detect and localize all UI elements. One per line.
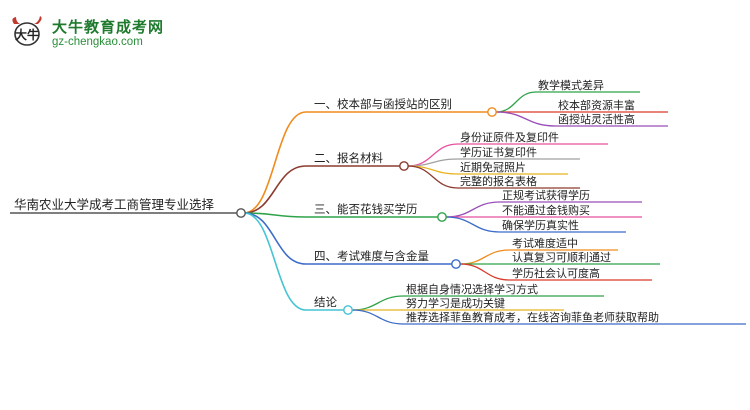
leaf-connector [407,165,459,189]
branch-connector [243,111,307,214]
leaf-connector [351,309,405,325]
leaf-topic[interactable]: 根据自身情况选择学习方式 [406,282,538,296]
leaf-topic[interactable]: 身份证原件及复印件 [460,130,559,144]
logo-mark-text: 大牛 [15,27,39,42]
branch-topic[interactable]: 二、报名材料 [314,151,383,165]
branch-connector [243,165,307,214]
leaf-topic[interactable]: 校本部资源丰富 [558,98,635,112]
branch-connector [243,212,307,265]
leaf-connector [495,111,557,127]
leaf-topic[interactable]: 完整的报名表格 [460,174,537,188]
branch-collapse-toggle[interactable] [399,161,409,171]
branch-topic[interactable]: 三、能否花钱买学历 [314,202,418,216]
leaf-connector [445,216,501,233]
leaf-topic[interactable]: 正规考试获得学历 [502,188,590,202]
leaf-connector [459,249,511,265]
branch-collapse-toggle[interactable] [437,212,447,222]
bull-logo-icon: 大牛 [12,16,42,46]
leaf-topic[interactable]: 确保学历真实性 [502,218,579,232]
brand-url[interactable]: gz-chengkao.com [52,36,143,48]
leaf-topic[interactable]: 函授站灵活性高 [558,112,635,126]
leaf-connector [495,91,537,113]
brand-name: 大牛教育成考网 [52,18,165,36]
leaf-topic[interactable]: 近期免冠照片 [460,160,526,174]
leaf-topic[interactable]: 推荐选择菲鱼教育成考，在线咨询菲鱼老师获取帮助 [406,310,659,324]
leaf-topic[interactable]: 认真复习可顺利通过 [512,250,611,264]
branch-topic[interactable]: 结论 [314,295,337,309]
leaf-topic[interactable]: 努力学习是成功关键 [406,296,505,310]
leaf-topic[interactable]: 不能通过金钱购买 [502,203,590,217]
leaf-topic[interactable]: 学历社会认可度高 [512,266,600,280]
site-logo[interactable]: 大牛 大牛教育成考网 gz-chengkao.com [8,14,218,54]
root-collapse-toggle[interactable] [236,208,246,218]
leaf-topic[interactable]: 考试难度适中 [512,236,578,250]
branch-connector [243,212,307,218]
branch-collapse-toggle[interactable] [487,107,497,117]
leaf-connector [445,201,501,218]
leaf-topic[interactable]: 学历证书复印件 [460,145,537,159]
leaf-connector [351,295,405,311]
leaf-topic[interactable]: 教学模式差异 [538,78,604,92]
branch-collapse-toggle[interactable] [343,305,353,315]
branch-collapse-toggle[interactable] [451,259,461,269]
leaf-connector [459,263,511,281]
root-topic[interactable]: 华南农业大学成考工商管理专业选择 [14,197,215,212]
branch-topic[interactable]: 一、校本部与函授站的区别 [314,97,452,111]
branch-connector [243,212,307,311]
branch-topic[interactable]: 四、考试难度与含金量 [314,249,429,263]
